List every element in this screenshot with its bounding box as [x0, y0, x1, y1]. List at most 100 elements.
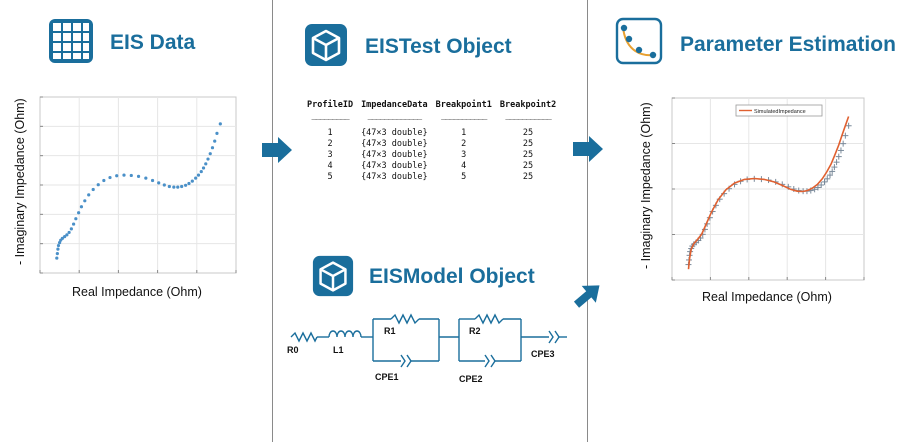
objects-panel: EISTest Object ProfileID ImpedanceData B…	[273, 0, 587, 442]
measured-point	[837, 147, 844, 154]
cube-icon	[311, 254, 355, 303]
measured-point	[835, 153, 842, 160]
divider-right	[587, 0, 588, 442]
table-cell: 25	[522, 150, 534, 160]
cpe-cpe3	[548, 330, 560, 344]
table-cell: 4	[461, 161, 467, 171]
data-point	[144, 176, 148, 180]
data-point	[56, 247, 60, 251]
arrow-right-icon	[262, 137, 292, 163]
resistor-r1	[390, 313, 420, 325]
data-point	[72, 222, 76, 226]
data-point	[215, 131, 219, 135]
data-point	[210, 146, 215, 150]
table-row: 4 {47×3 double} 4 25	[303, 161, 560, 172]
table-row: 3 {47×3 double} 3 25	[303, 150, 560, 161]
param-ylabel: - Imaginary Impedance (Ohm)	[639, 102, 653, 269]
table-row: 2 {47×3 double} 2 25	[303, 139, 560, 150]
label-r0: R0	[287, 345, 299, 355]
table-cell: {47×3 double}	[361, 139, 428, 149]
label-cpe1: CPE1	[375, 372, 399, 382]
data-point	[58, 240, 62, 245]
label-cpe3: CPE3	[531, 349, 555, 359]
data-point	[60, 236, 64, 240]
data-point	[136, 174, 141, 178]
data-point	[190, 179, 194, 183]
data-point	[108, 175, 112, 180]
col-header: Breakpoint2	[499, 100, 557, 110]
measured-point	[814, 184, 821, 191]
measured-point	[833, 159, 840, 166]
table-cell: {47×3 double}	[361, 150, 428, 160]
measured-point	[821, 178, 828, 185]
data-point	[65, 233, 69, 237]
col-header: ProfileID	[307, 100, 354, 110]
measured-point	[829, 168, 836, 175]
measured-point	[818, 181, 825, 188]
data-point	[187, 181, 191, 186]
data-point	[218, 122, 222, 126]
param-xlabel: Real Impedance (Ohm)	[702, 290, 832, 304]
eistest-table: ProfileID ImpedanceData Breakpoint1 Brea…	[303, 100, 560, 183]
resistor-r0	[290, 331, 318, 343]
table-cell: 1	[327, 128, 333, 138]
data-point	[184, 183, 188, 187]
table-cell: 5	[461, 172, 467, 182]
data-point	[201, 166, 206, 170]
cpe-cpe1	[400, 354, 412, 368]
grid-table-icon	[47, 17, 95, 70]
table-cell: 25	[522, 172, 534, 182]
data-point	[180, 184, 184, 189]
table-cell: {47×3 double}	[361, 128, 428, 138]
data-point	[157, 181, 161, 185]
data-point	[199, 169, 203, 174]
table-cell: 25	[522, 161, 534, 171]
eis-data-ylabel: - Imaginary Impedance (Ohm)	[13, 98, 27, 265]
parameter-estimation-chart: SimulatedImpedance	[671, 97, 865, 281]
col-separator: _____________	[367, 111, 423, 121]
data-point	[115, 174, 119, 178]
label-r2: R2	[469, 326, 481, 336]
parameter-estimation-title: Parameter Estimation	[680, 33, 896, 56]
data-point	[67, 230, 71, 235]
data-point	[150, 178, 155, 183]
label-cpe2: CPE2	[459, 374, 483, 384]
data-point	[172, 185, 176, 189]
divider-left	[272, 0, 273, 442]
col-separator: _________	[311, 111, 350, 121]
label-l1: L1	[333, 345, 344, 355]
data-point	[194, 176, 198, 180]
arrow-up-right-icon	[573, 285, 600, 308]
curve-fit-icon	[615, 17, 663, 70]
data-point	[196, 173, 201, 177]
table-cell: {47×3 double}	[361, 161, 428, 171]
table-cell: 4	[327, 161, 333, 171]
cpe-cpe2	[484, 354, 496, 368]
eismodel-title: EISModel Object	[369, 265, 535, 288]
data-point	[56, 243, 61, 248]
data-point	[74, 217, 78, 221]
table-row: 1 {47×3 double} 1 25	[303, 128, 560, 139]
legend-label: SimulatedImpedance	[754, 109, 806, 115]
label-r1: R1	[384, 326, 396, 336]
data-point	[122, 173, 126, 177]
measured-point	[842, 132, 849, 139]
measured-point	[840, 140, 847, 147]
table-cell: 3	[327, 150, 333, 160]
col-header: Breakpoint1	[435, 100, 492, 110]
eis-data-title: EIS Data	[110, 31, 196, 54]
data-point	[55, 256, 59, 260]
data-point	[213, 139, 217, 143]
table-cell: 25	[522, 128, 534, 138]
parameter-estimation-panel: Parameter Estimation SimulatedImpedance …	[588, 0, 920, 442]
eis-data-chart	[39, 96, 237, 274]
data-point	[102, 178, 106, 183]
resistor-r2	[474, 313, 504, 325]
col-separator: ___________	[505, 111, 551, 121]
data-point	[91, 187, 95, 192]
chart-legend: SimulatedImpedance	[735, 104, 823, 117]
cube-icon	[303, 22, 349, 73]
simulated-impedance-line	[687, 116, 850, 270]
col-header: ImpedanceData	[361, 100, 428, 110]
table-cell: 3	[461, 150, 467, 160]
